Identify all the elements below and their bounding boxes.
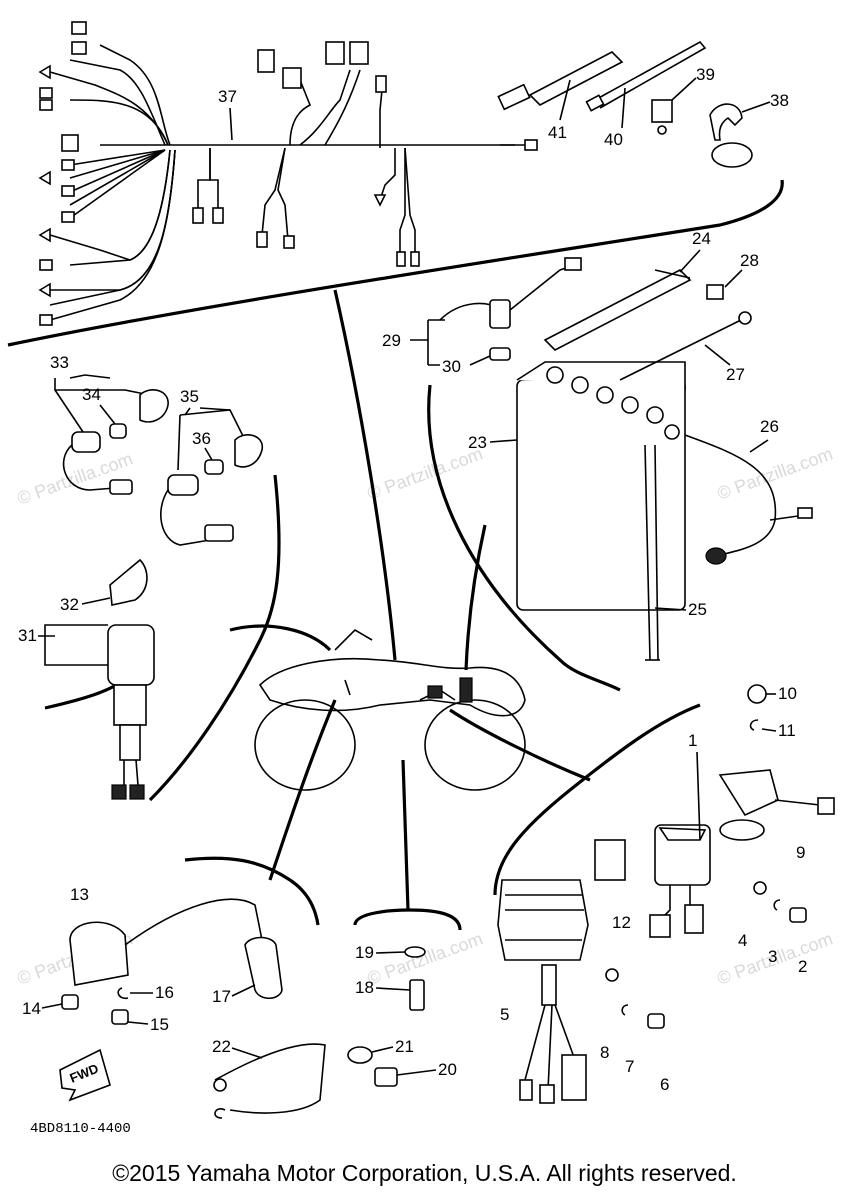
band-assembly xyxy=(497,40,753,168)
part-label-29: 29 xyxy=(382,331,401,350)
part-label-21: 21 xyxy=(395,1037,414,1056)
part-label-4: 4 xyxy=(738,931,747,950)
part-labels: 1 2 3 4 5 6 7 8 9 10 11 12 13 14 15 16 1… xyxy=(18,65,807,1094)
battery-group xyxy=(439,257,813,661)
leader-arrows xyxy=(229,289,591,911)
part-label-27: 27 xyxy=(726,365,745,384)
part-label-31: 31 xyxy=(18,626,37,645)
part-label-1: 1 xyxy=(688,731,697,750)
part-label-9: 9 xyxy=(796,843,805,862)
part-label-13: 13 xyxy=(70,885,89,904)
part-label-32: 32 xyxy=(60,595,79,614)
part-label-26: 26 xyxy=(760,417,779,436)
watermark: © Partzilla.com xyxy=(365,928,486,988)
part-label-28: 28 xyxy=(740,251,759,270)
part-label-15: 15 xyxy=(150,1015,169,1034)
part-label-30: 30 xyxy=(442,357,461,376)
vehicle-outline xyxy=(254,628,526,791)
part-label-41: 41 xyxy=(548,123,567,142)
part-label-6: 6 xyxy=(660,1075,669,1094)
part-label-7: 7 xyxy=(625,1057,634,1076)
part-label-16: 16 xyxy=(155,983,174,1002)
ignition-coil-group xyxy=(59,898,426,1119)
diagram-code: 4BD8110-4400 xyxy=(30,1121,131,1137)
part-label-23: 23 xyxy=(468,433,487,452)
part-label-2: 2 xyxy=(798,957,807,976)
part-label-11: 11 xyxy=(778,721,796,740)
panel-dividers xyxy=(7,179,784,931)
part-label-39: 39 xyxy=(696,65,715,84)
copyright-notice: ©2015 Yamaha Motor Corporation, U.S.A. A… xyxy=(112,1160,737,1186)
electrical-components xyxy=(497,684,835,1104)
part-label-5: 5 xyxy=(500,1005,509,1024)
part-label-24: 24 xyxy=(692,229,711,248)
wire-harness xyxy=(49,44,525,321)
part-label-38: 38 xyxy=(770,91,789,110)
part-label-22: 22 xyxy=(212,1037,231,1056)
part-label-10: 10 xyxy=(778,684,797,703)
part-label-35: 35 xyxy=(180,387,199,406)
part-label-40: 40 xyxy=(604,130,623,149)
part-label-36: 36 xyxy=(192,429,211,448)
part-label-25: 25 xyxy=(688,600,707,619)
part-label-19: 19 xyxy=(355,943,374,962)
plug-cap-group xyxy=(54,378,263,546)
part-label-8: 8 xyxy=(600,1043,609,1062)
watermark: © Partzilla.com xyxy=(715,443,836,503)
main-switch xyxy=(44,558,155,800)
part-label-17: 17 xyxy=(212,987,231,1006)
watermark: © Partzilla.com xyxy=(15,448,136,508)
part-label-33: 33 xyxy=(50,353,69,372)
part-label-20: 20 xyxy=(438,1060,457,1079)
part-label-12: 12 xyxy=(612,913,631,932)
part-label-37: 37 xyxy=(218,87,237,106)
watermark: © Partzilla.com xyxy=(365,443,486,503)
harness-connectors xyxy=(38,21,538,326)
part-label-18: 18 xyxy=(355,978,374,997)
part-label-3: 3 xyxy=(768,947,777,966)
part-label-34: 34 xyxy=(82,385,101,404)
part-label-14: 14 xyxy=(22,999,41,1018)
